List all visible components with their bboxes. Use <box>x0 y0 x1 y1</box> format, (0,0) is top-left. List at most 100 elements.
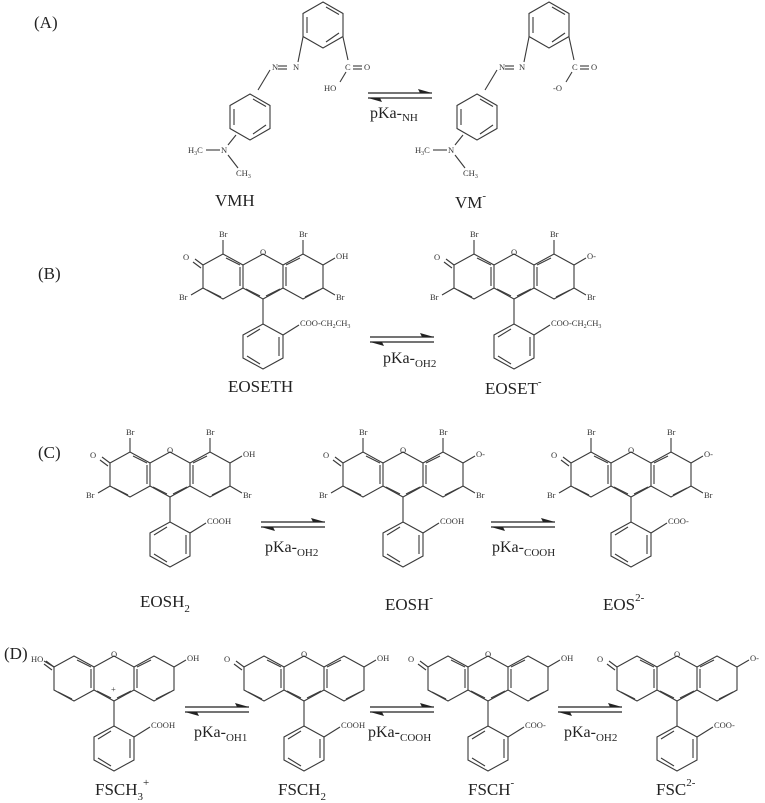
panel-label-b: (B) <box>38 264 61 283</box>
atom-bromine: Br <box>430 292 439 302</box>
pka-label-nh: pKa-NH <box>370 105 418 124</box>
atom-hydroxyl: OH <box>243 449 255 459</box>
species-vmh: VMH <box>215 191 255 210</box>
species-vm-anion: VM- <box>455 190 486 212</box>
species-fsc-dianion: FSC2- <box>656 777 696 799</box>
molecule-vmh: N N C O HO H3C N CH3 <box>188 1 370 180</box>
panel-b: (B) Br Br O O OH Br Br COO-CH2CH3 EOSETH… <box>38 229 601 398</box>
atom-bromine: Br <box>547 490 556 500</box>
atom-oxygen: O <box>400 445 406 455</box>
atom-phenolate-o: O- <box>704 449 713 459</box>
molecule-fsc-dianion: O O O- COO- <box>597 649 759 772</box>
atom-phenolate-o: O- <box>750 653 759 663</box>
atom-carbonyl-o: O <box>434 252 440 262</box>
atom-carboxylate: COO- <box>714 720 735 730</box>
equilibrium-arrow <box>369 332 435 347</box>
atom-bromine: Br <box>704 490 713 500</box>
panel-d: (D) HO O OH + COOH FSCH3+ pKa-OH1 O O OH… <box>4 644 759 803</box>
molecule-fsch2: O O OH COOH <box>224 649 389 772</box>
molecule-fsch-anion: O O OH COO- <box>408 649 573 772</box>
atom-carbonyl-o: O <box>323 450 329 460</box>
molecule-fsch3-cation: HO O OH + COOH <box>31 649 199 772</box>
atom-methyl: H3C <box>415 145 430 157</box>
pka-label-cooh: pKa-COOH <box>492 539 555 559</box>
equilibrium-arrow <box>557 702 623 717</box>
species-eos-dianion: EOS2- <box>603 592 645 614</box>
atom-oxygen: O <box>167 445 173 455</box>
atom-bromine: Br <box>206 427 215 437</box>
molecule-vm-anion: N N C O -O H3C N CH3 <box>415 1 597 180</box>
species-fsch2: FSCH2 <box>278 780 326 803</box>
atom-n: N <box>519 62 525 72</box>
atom-bromine: Br <box>319 490 328 500</box>
species-fsch3-cation: FSCH3+ <box>95 777 149 803</box>
panel-a: (A) N N C O HO H3C N CH3 VMH pK <box>34 1 597 212</box>
panel-label-a: (A) <box>34 13 58 32</box>
species-eoseth: EOSETH <box>228 377 293 396</box>
atom-carboxyl: COOH <box>207 516 231 526</box>
molecule-eosh-anion: Br Br O O O- Br Br COOH <box>319 427 485 568</box>
pka-label-oh2: pKa-OH2 <box>383 350 436 370</box>
atom-methyl: CH3 <box>463 168 478 180</box>
equilibrium-arrow <box>184 702 250 717</box>
atom-n: N <box>293 62 299 72</box>
atom-n: N <box>499 62 505 72</box>
pka-label-oh2: pKa-OH2 <box>564 724 617 744</box>
species-eosh-anion: EOSH- <box>385 592 433 614</box>
equilibrium-arrow <box>260 517 326 532</box>
atom-bromine: Br <box>476 490 485 500</box>
atom-carboxylate: COO- <box>668 516 689 526</box>
molecule-eosh2: Br Br O O OH Br Br COOH <box>86 427 255 568</box>
atom-bromine: Br <box>587 292 596 302</box>
atom-oxygen: O <box>511 247 517 257</box>
atom-oxygen: O <box>111 649 117 659</box>
atom-hydroxyl: OH <box>336 251 348 261</box>
positive-charge: + <box>111 684 116 694</box>
atom-bromine: Br <box>667 427 676 437</box>
atom-bromine: Br <box>126 427 135 437</box>
atom-ethyl-ester: COO-CH2CH3 <box>551 318 601 330</box>
panel-label-d: (D) <box>4 644 28 663</box>
molecule-eoseth: Br Br O O OH Br Br COO-CH2CH3 <box>179 229 350 370</box>
atom-c: C <box>572 62 578 72</box>
atom-phenolate-o: O- <box>476 449 485 459</box>
atom-bromine: Br <box>359 427 368 437</box>
panel-c: (C) Br Br O O OH Br Br COOH EOSH2 pKa-OH… <box>38 427 713 615</box>
atom-oxygen: O <box>301 649 307 659</box>
panel-label-c: (C) <box>38 443 61 462</box>
atom-bromine: Br <box>243 490 252 500</box>
atom-bromine: Br <box>550 229 559 239</box>
molecule-eos-dianion: Br Br O O O- Br Br COO- <box>547 427 713 568</box>
equilibrium-arrow <box>367 88 433 103</box>
atom-hydroxyl: OH <box>561 653 573 663</box>
atom-methyl: H3C <box>188 145 203 157</box>
atom-carbonyl-o: O <box>551 450 557 460</box>
atom-carbonyl-o: O <box>597 654 603 664</box>
atom-carboxyl: COOH <box>151 720 175 730</box>
atom-hydroxyl: HO <box>31 654 43 664</box>
atom-bromine: Br <box>179 292 188 302</box>
atom-carbonyl-o: O <box>183 252 189 262</box>
atom-hydroxyl: OH <box>377 653 389 663</box>
atom-bromine: Br <box>86 490 95 500</box>
species-eosh2: EOSH2 <box>140 592 190 615</box>
atom-n: N <box>272 62 278 72</box>
atom-carboxyl: COOH <box>341 720 365 730</box>
atom-bromine: Br <box>299 229 308 239</box>
atom-n: N <box>221 145 227 155</box>
molecule-eoset-anion: Br Br O O O- Br Br COO-CH2CH3 <box>430 229 601 370</box>
species-eoset-anion: EOSET- <box>485 376 542 398</box>
atom-bromine: Br <box>439 427 448 437</box>
atom-carbonyl-o: O <box>90 450 96 460</box>
atom-o: O <box>364 62 370 72</box>
atom-bromine: Br <box>587 427 596 437</box>
atom-methyl: CH3 <box>236 168 251 180</box>
pka-label-oh1: pKa-OH1 <box>194 724 247 744</box>
atom-bromine: Br <box>470 229 479 239</box>
pka-label-cooh: pKa-COOH <box>368 724 431 744</box>
atom-carbonyl-o: O <box>224 654 230 664</box>
atom-ethyl-ester: COO-CH2CH3 <box>300 318 350 330</box>
species-fsch-anion: FSCH- <box>468 777 515 799</box>
atom-hydroxyl: OH <box>187 653 199 663</box>
